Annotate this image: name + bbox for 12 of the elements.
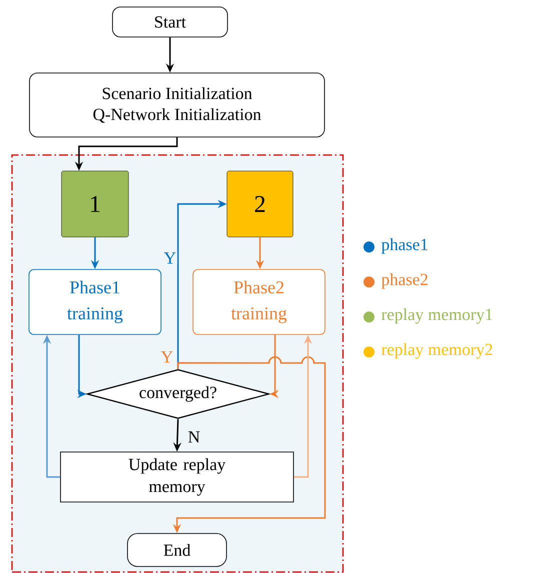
- memory-box: 1: [61, 170, 129, 238]
- process-box: Update replay memory: [60, 452, 294, 502]
- legend-text: phase1: [381, 238, 428, 254]
- training-box: Phase2 training: [192, 269, 326, 335]
- legend-text: replay memory1: [382, 308, 492, 324]
- process-box: Scenario Initialization Q-Network Initialization: [29, 72, 325, 138]
- training-box: Phase1 training: [28, 269, 162, 335]
- start-terminal: Start: [112, 6, 228, 38]
- end-terminal: End: [127, 533, 227, 567]
- memory-box: 2: [226, 170, 294, 238]
- legend-text: phase2: [381, 273, 428, 289]
- legend-text: replay memory2: [382, 343, 492, 359]
